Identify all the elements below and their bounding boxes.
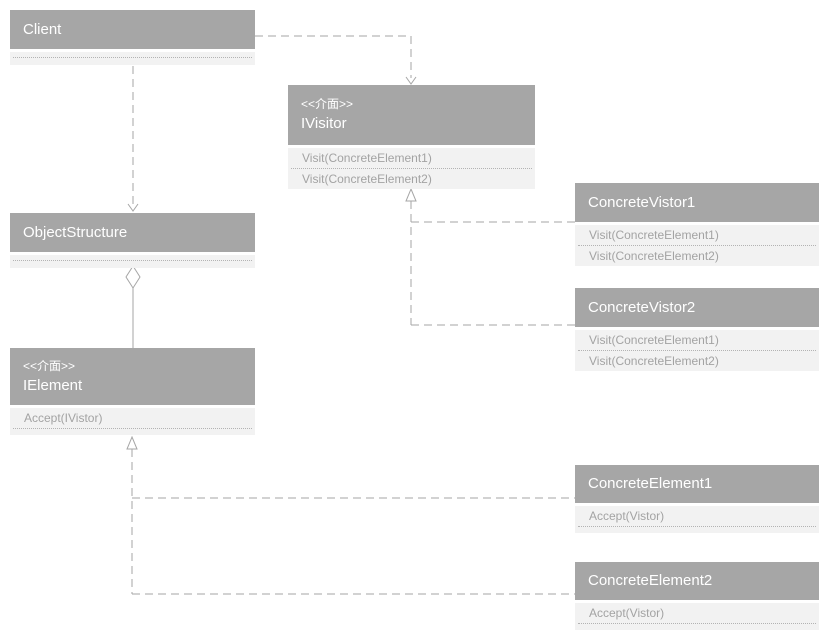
class-header: ConcreteElement1 — [575, 465, 819, 503]
class-body: Accept(Vistor) — [575, 603, 819, 630]
class-body: Accept(IVistor) — [10, 408, 255, 435]
class-header: ConcreteVistor1 — [575, 183, 819, 222]
method-row[interactable]: Visit(ConcreteElement1) — [589, 228, 719, 242]
class-body: Visit(ConcreteElement1) Visit(ConcreteEl… — [575, 330, 819, 371]
compartment-separator — [578, 623, 816, 624]
compartment-separator — [13, 260, 252, 261]
compartment-separator — [291, 168, 532, 169]
realization-concretevistors-to-ivisitor[interactable] — [405, 187, 575, 326]
empty-compartment — [10, 261, 255, 268]
compartment-separator — [13, 428, 252, 429]
method-row[interactable]: Accept(IVistor) — [24, 411, 103, 425]
class-title: ObjectStructure — [23, 223, 128, 241]
class-title: ConcreteElement2 — [588, 572, 713, 589]
compartment-separator — [578, 526, 816, 527]
class-title: IElement — [23, 376, 83, 394]
class-stereotype: <<介面>> — [23, 358, 76, 373]
empty-compartment — [10, 429, 255, 435]
dependency-client-to-objectstructure[interactable] — [127, 66, 139, 212]
class-body: Visit(ConcreteElement1) Visit(ConcreteEl… — [288, 148, 535, 189]
class-stereotype: <<介面>> — [301, 97, 354, 111]
class-box-objectstructure[interactable]: ObjectStructure — [10, 213, 255, 268]
empty-compartment — [575, 624, 819, 630]
class-header: <<介面>> IElement — [10, 348, 255, 405]
dependency-client-to-ivisitor[interactable] — [255, 35, 417, 85]
class-body — [10, 255, 255, 268]
class-box-ivisitor[interactable]: <<介面>> IVisitor Visit(ConcreteElement1) … — [288, 85, 535, 189]
method-row[interactable]: Visit(ConcreteElement2) — [302, 172, 432, 186]
method-row[interactable]: Accept(Vistor) — [589, 606, 665, 620]
class-header: ObjectStructure — [10, 213, 255, 252]
aggregation-objectstructure-to-ielement[interactable] — [125, 265, 141, 348]
class-header: Client — [10, 10, 255, 49]
method-row[interactable]: Visit(ConcreteElement2) — [589, 249, 719, 263]
class-title: ConcreteVistor1 — [588, 193, 696, 211]
class-box-client[interactable]: Client — [10, 10, 255, 65]
class-header: <<介面>> IVisitor — [288, 85, 535, 145]
compartment-separator — [13, 57, 252, 58]
class-header: ConcreteElement2 — [575, 562, 819, 600]
method-row[interactable]: Visit(ConcreteElement1) — [589, 333, 719, 347]
empty-compartment — [575, 527, 819, 533]
class-title: Client — [23, 20, 62, 38]
method-row[interactable]: Visit(ConcreteElement2) — [589, 354, 719, 368]
empty-compartment — [10, 58, 255, 65]
class-body: Accept(Vistor) — [575, 506, 819, 533]
class-body — [10, 52, 255, 65]
class-body: Visit(ConcreteElement1) Visit(ConcreteEl… — [575, 225, 819, 266]
class-box-concretevistor1[interactable]: ConcreteVistor1 Visit(ConcreteElement1) … — [575, 183, 819, 266]
method-row[interactable]: Accept(Vistor) — [589, 509, 665, 523]
class-header: ConcreteVistor2 — [575, 288, 819, 327]
class-box-concreteelement2[interactable]: ConcreteElement2 Accept(Vistor) — [575, 562, 819, 630]
compartment-separator — [578, 350, 816, 351]
compartment-separator — [578, 245, 816, 246]
class-box-concreteelement1[interactable]: ConcreteElement1 Accept(Vistor) — [575, 465, 819, 533]
class-box-ielement[interactable]: <<介面>> IElement Accept(IVistor) — [10, 348, 255, 435]
class-title: IVisitor — [301, 115, 347, 132]
class-title: ConcreteElement1 — [588, 475, 713, 492]
class-title: ConcreteVistor2 — [588, 298, 696, 316]
method-row[interactable]: Visit(ConcreteElement1) — [302, 151, 432, 165]
class-box-concretevistor2[interactable]: ConcreteVistor2 Visit(ConcreteElement1) … — [575, 288, 819, 371]
realization-concreteelements-to-ielement[interactable] — [126, 435, 575, 595]
